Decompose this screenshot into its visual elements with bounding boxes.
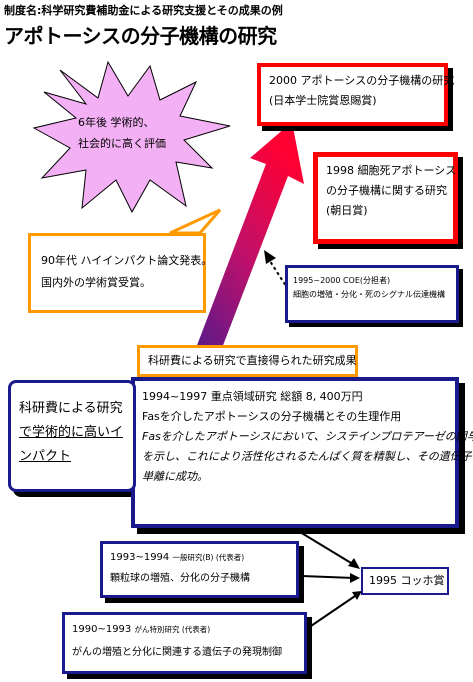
coe-line-1: 1995~2000 COE(分担者) (293, 276, 391, 285)
nineties-callout-tail (169, 208, 222, 235)
nineties-box: 90年代 ハイインパクト論文発表。 国内外の学術賞受賞。 (28, 233, 213, 313)
results-label-box: 科研費による研究で直接得られた研究成果 (137, 345, 358, 377)
impact-line-3: ンパクト (19, 449, 72, 464)
nineties-line-2: 国内外の学術賞受賞。 (41, 276, 151, 289)
project-1990-box: 1990~1993 がん特別研究 (代表者) がんの増殖と分化に関連する遺伝子の… (62, 612, 307, 674)
impact-line-1: 科研費による研究 (19, 401, 123, 416)
project-1993-line-2: 顆粒球の増殖、分化の分子機構 (110, 573, 250, 584)
arrowhead-1993-koch (350, 573, 360, 583)
results-label: 科研費による研究で直接得られた研究成果 (148, 354, 357, 367)
burst-line-2: 社会的に高く評価 (78, 137, 166, 150)
project-1993-type: 一般研究(B) (代表者) (172, 553, 245, 562)
main-project-line-2: Fasを介したアポトーシスの分子機構とその生理作用 (142, 410, 402, 423)
project-1990-line-2: がんの増殖と分化に関連する遺伝子の発現制御 (72, 647, 282, 658)
award-2000-line-1: 2000 アポトーシスの分子機構の研究 (269, 74, 455, 87)
page-title: アポトーシスの分子機構の研究 (4, 24, 277, 48)
coe-arrowhead (264, 250, 276, 264)
project-1990-type: がん特別研究 (代表者) (134, 625, 211, 634)
award-2000-box: 2000 アポトーシスの分子機構の研究 (日本学士院賞恩賜賞) (257, 63, 455, 126)
award-1998-box: 1998 細胞死アポトーシス の分子機構に関する研究 (朝日賞) (313, 152, 458, 244)
project-1993-line-1: 1993~1994 一般研究(B) (代表者) (110, 549, 289, 566)
project-1993-period: 1993~1994 (110, 552, 170, 563)
project-1993-box: 1993~1994 一般研究(B) (代表者) 顆粒球の増殖、分化の分子機構 (100, 541, 299, 598)
main-project-box: 1994~1997 重点領域研究 総額 8, 400万円 Fasを介したアポトー… (131, 377, 473, 528)
main-project-line-4: を示し、これにより活性化されるたんぱく質を精製し、その遺伝子の (142, 450, 473, 463)
koch-prize-label: 1995 コッホ賞 (369, 574, 445, 587)
koch-prize-box: 1995 コッホ賞 (361, 567, 449, 595)
main-project-line-5: 単離に成功。 (142, 470, 208, 483)
award-1998-line-3: (朝日賞) (326, 204, 368, 217)
arrow-1993-to-koch (301, 575, 355, 579)
burst-text: 6年後 学術的、 社会的に高く評価 (78, 112, 178, 154)
coe-line-2: 細胞の増殖・分化・死のシグナル伝達機構 (293, 290, 445, 299)
growth-arrow (196, 122, 304, 348)
award-1998-line-1: 1998 細胞死アポトーシス (326, 164, 457, 177)
system-name-header: 制度名:科学研究費補助金による研究支援とその成果の例 (4, 4, 283, 17)
coe-box: 1995~2000 COE(分担者) 細胞の増殖・分化・死のシグナル伝達機構 (285, 265, 459, 323)
burst-shape (32, 60, 231, 214)
main-project-line-3: Fasを介したアポトーシスにおいて、システインプロテアーゼの関与 (142, 430, 473, 443)
impact-line-2: で学術的に高いイ (19, 425, 124, 440)
award-1998-line-2: の分子機構に関する研究 (326, 184, 447, 197)
arrow-main-to-koch (299, 531, 357, 567)
project-1990-line-1: 1990~1993 がん特別研究 (代表者) (72, 621, 297, 638)
arrowhead-1990-koch (352, 591, 362, 600)
arrow-1990-to-koch (307, 593, 359, 629)
arrowhead-main-koch (348, 558, 360, 569)
burst-line-1: 6年後 学術的、 (78, 116, 155, 129)
impact-box: 科研費による研究 で学術的に高いイ ンパクト (8, 380, 136, 492)
main-project-line-1: 1994~1997 重点領域研究 総額 8, 400万円 (142, 390, 363, 403)
project-1990-period: 1990~1993 (72, 624, 132, 635)
nineties-line-1: 90年代 ハイインパクト論文発表。 (41, 254, 213, 267)
award-2000-line-2: (日本学士院賞恩賜賞) (269, 94, 377, 107)
